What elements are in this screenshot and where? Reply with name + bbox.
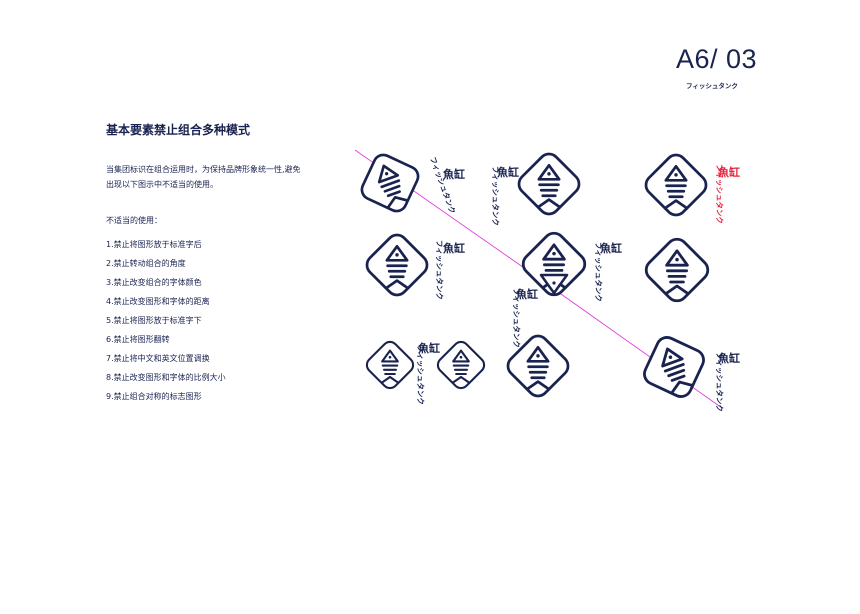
logo-katakana: フィッシュタンク [715,352,725,412]
logo-chinese: 魚缸 [497,165,519,179]
rule-item: 4.禁止改变图形和字体的距离 [106,297,210,306]
example-wrong-proportion: 魚缸 フィッシュタンク [362,337,489,405]
example-symbol-below-text: 魚缸 フィッシュタンク [502,287,574,402]
rule-item: 6.禁止将图形翻转 [106,335,170,344]
example-wrong-color: 魚缸 フィッシュタンク [640,149,740,224]
logo-katakana: フィッシュタンク [715,164,725,224]
logo-chinese: 魚缸 [718,351,740,365]
rules-list: 1.禁止将图形放于标准字后 2.禁止转动组合的角度 3.禁止改变组合的字体颜色 … [106,235,226,406]
example-wrong-distance: 魚缸 フィッシュタンク [361,229,465,301]
page-subtitle: フィッシュタンク [686,82,738,90]
rules-heading: 不适当的使用： [106,216,162,225]
rule-item: 1.禁止将图形放于标准字后 [106,240,202,249]
logo-katakana: フィッシュタンク [512,288,522,348]
logo-chinese: 魚缸 [443,167,465,181]
logo-katakana: フィッシュタンク [435,240,445,300]
logo-katakana: フィッシュタンク [416,345,426,405]
example-symmetric-symbol: 魚缸 フィッシュタンク [517,227,622,302]
logo-chinese: 魚缸 [443,241,465,255]
rule-item: 7.禁止将中文和英文位置调换 [106,354,210,363]
logo-katakana: フィッシュタンク [491,166,501,226]
rule-item: 2.禁止转动组合的角度 [106,259,186,268]
rule-item: 5.禁止将图形放于标准字下 [106,316,202,325]
rule-item: 8.禁止改变图形和字体的比例大小 [106,373,226,382]
example-swapped-positions: 魚缸 フィッシュタンク [491,148,585,226]
section-title: 基本要素禁止组合多种模式 [106,123,251,137]
logo-chinese: 魚缸 [600,241,622,255]
logo-chinese: 魚缸 [418,341,440,355]
intro-text: 当集团标识在组合运用时，为保持品牌形象统一性,避免出现以下图示中不适当的使用。 [106,165,301,189]
logo-chinese: 魚缸 [516,287,538,301]
rule-item: 3.禁止改变组合的字体颜色 [106,278,202,287]
logo-katakana: フィッシュタンク [594,242,604,302]
example-flipped-symbol [640,233,714,307]
rule-item: 9.禁止组合对称的标志图形 [106,392,202,401]
example-rotated-lockup: 魚缸 フィッシュタンク [345,138,465,228]
example-rotated-angle: 魚缸 フィッシュタンク [627,320,740,414]
logo-katakana: フィッシュタンク [428,155,458,215]
logo-chinese: 魚缸 [718,165,740,179]
page-number: A6/ 03 [676,44,758,74]
